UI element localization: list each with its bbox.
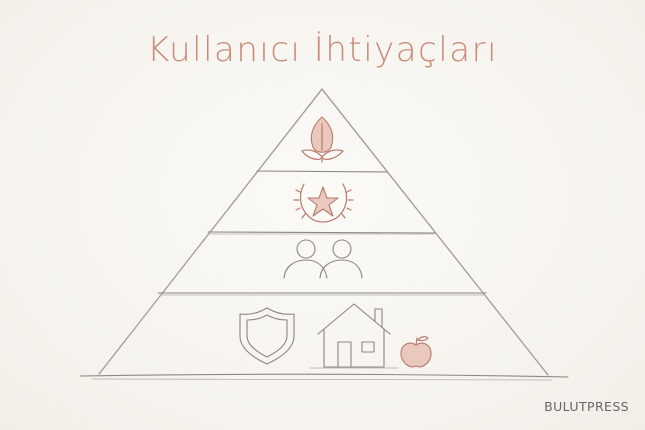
shield-icon: [239, 307, 295, 365]
pyramid-tier-dividers: [157, 170, 487, 296]
page-title: Kullanıcı İhtiyaçları: [146, 30, 499, 70]
two-people-icon: [283, 239, 363, 279]
star-laurel-icon: [293, 183, 354, 223]
apple-icon: [400, 336, 432, 368]
house-icon: [309, 303, 399, 369]
brand-logo: BULUTPRESS: [544, 399, 629, 414]
flame-leaf-icon: [301, 116, 344, 163]
